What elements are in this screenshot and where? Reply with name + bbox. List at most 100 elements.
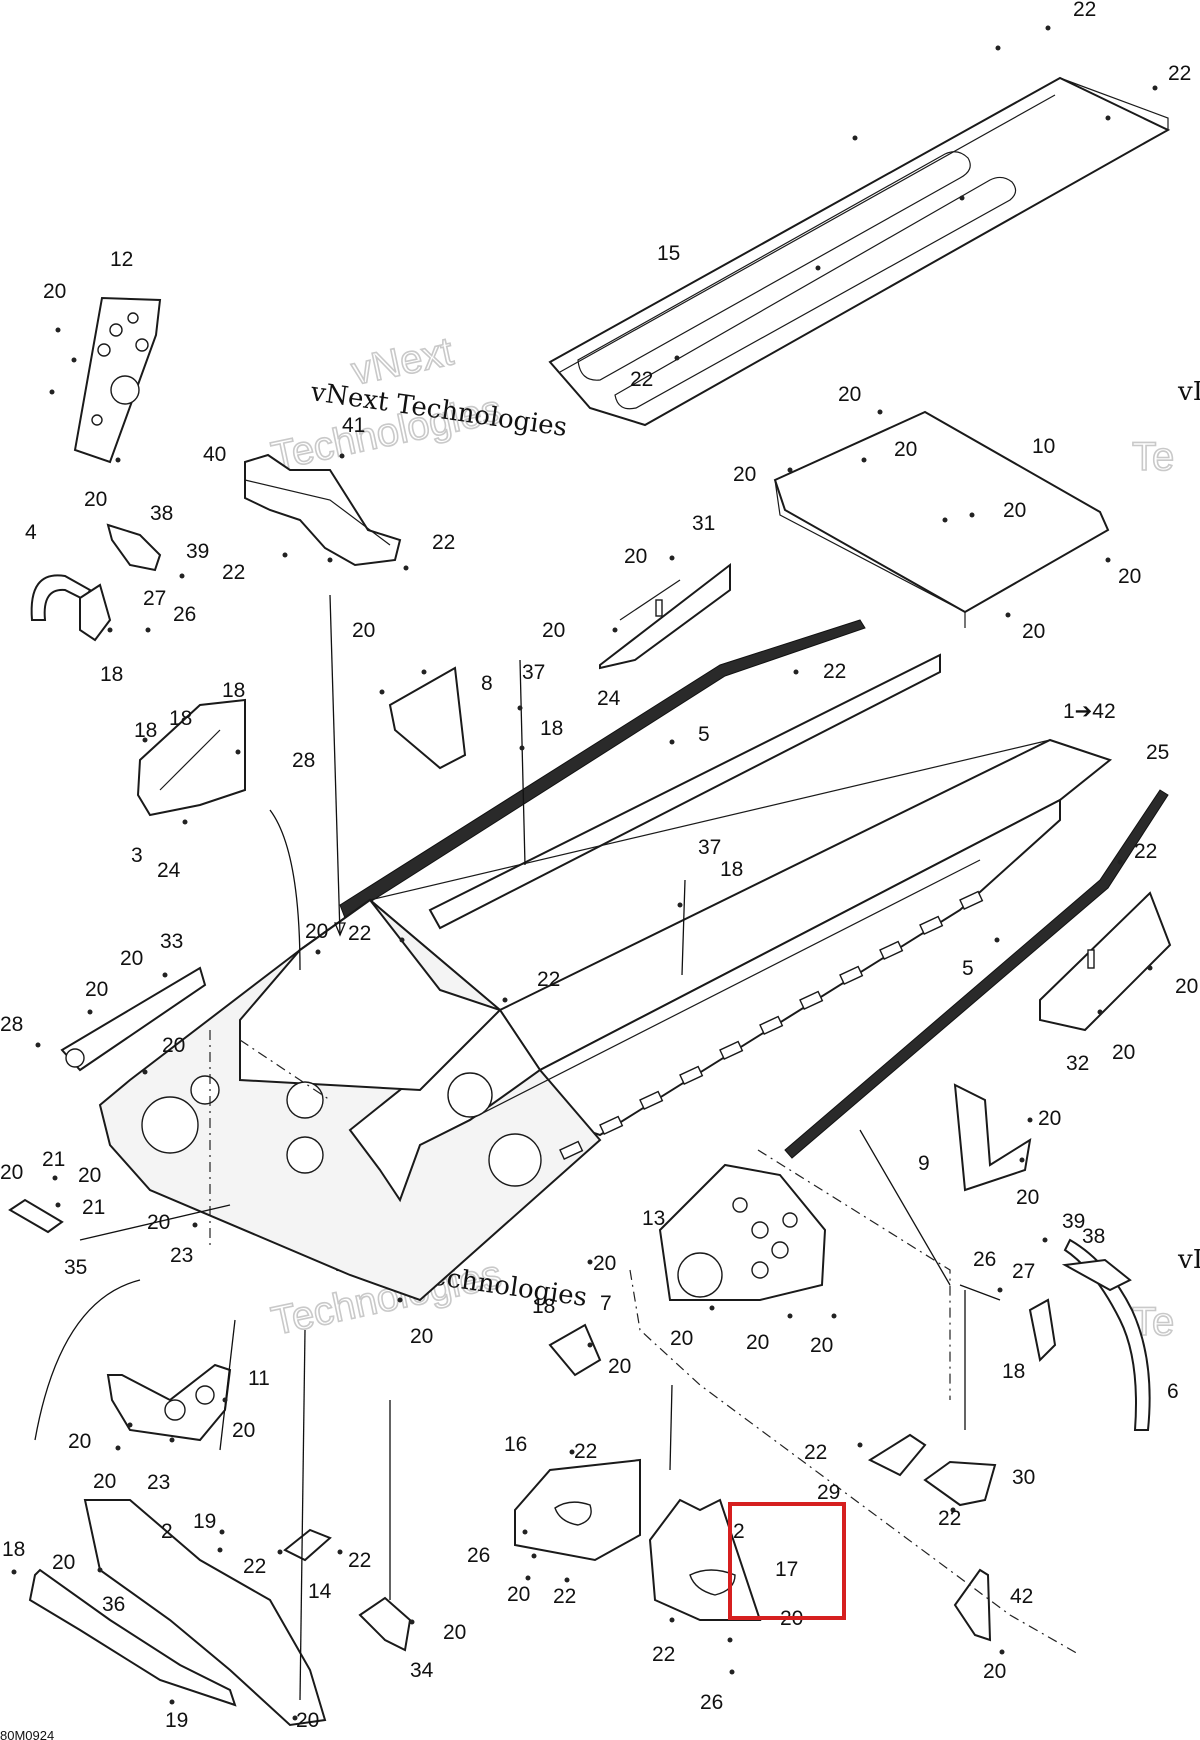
callout-39: 39: [1062, 1210, 1085, 1233]
callout-20: 20: [232, 1419, 255, 1442]
callout-35: 35: [64, 1256, 87, 1279]
callout-30: 30: [1012, 1466, 1035, 1489]
callout-20: 20: [162, 1034, 185, 1057]
callout-20: 20: [68, 1430, 91, 1453]
callout-18: 18: [532, 1295, 555, 1318]
callout-32: 32: [1066, 1052, 1089, 1075]
part-31-bracket: [599, 562, 731, 670]
callout-20: 20: [305, 920, 328, 943]
part-42-brace: [953, 1568, 992, 1642]
callout-19: 19: [165, 1709, 188, 1732]
callout-26: 26: [173, 603, 196, 626]
callout-22: 22: [432, 531, 455, 554]
centerlines: [209, 1030, 1081, 1656]
callout-20: 20: [746, 1331, 769, 1354]
callout-28: 28: [292, 749, 315, 772]
callout-37: 37: [698, 836, 721, 859]
callout-22: 22: [938, 1507, 961, 1530]
callout-25: 25: [1146, 741, 1169, 764]
callout-40: 40: [203, 443, 226, 466]
part-36-rail: [28, 1568, 237, 1707]
callout-20: 20: [838, 383, 861, 406]
callout-3: 3: [131, 844, 143, 867]
callout-22: 22: [537, 968, 560, 991]
callout-19: 19: [193, 1510, 216, 1533]
part-7-plate: [548, 1323, 602, 1377]
callout-33: 33: [160, 930, 183, 953]
arrow-lines: [34, 594, 1001, 1701]
part-6-handle: [1028, 1238, 1151, 1431]
callout-20: 20: [624, 545, 647, 568]
part-29-bracket: [867, 1433, 927, 1477]
callout-22: 22: [804, 1441, 827, 1464]
watermark-edge-v: vI: [1177, 377, 1200, 407]
callout-20: 20: [120, 947, 143, 970]
part-17-bracket: [648, 1498, 762, 1621]
callout-13: 13: [642, 1207, 665, 1230]
watermark-edge-v-lower: vI: [1177, 1245, 1200, 1275]
callout-20: 20: [43, 280, 66, 303]
callout-29: 29: [817, 1481, 840, 1504]
part-14-bracket: [283, 1528, 332, 1562]
fasteners: [11, 25, 1158, 1721]
callout-20: 20: [0, 1161, 23, 1184]
part-10-plate: [773, 410, 1110, 628]
callout-22: 22: [348, 922, 371, 945]
callout-6: 6: [1167, 1380, 1179, 1403]
callout-39: 39: [186, 540, 209, 563]
part-2-rail: [83, 1499, 327, 1727]
callout-20: 20: [78, 1164, 101, 1187]
figure-code: 80M0924: [0, 1728, 54, 1740]
callout-22: 22: [652, 1643, 675, 1666]
callout-22: 22: [574, 1440, 597, 1463]
callout-20: 20: [85, 978, 108, 1001]
callout-34: 34: [410, 1659, 434, 1682]
callout-20: 20: [1016, 1186, 1039, 1209]
callout-36: 36: [102, 1593, 125, 1616]
callout-22: 22: [222, 561, 245, 584]
callout-20: 20: [147, 1211, 170, 1234]
callout-10: 10: [1032, 435, 1055, 458]
callout-31: 31: [692, 512, 715, 535]
callout-20: 20: [593, 1252, 616, 1275]
callout-23: 23: [170, 1244, 193, 1267]
callout-20: 20: [352, 619, 375, 642]
callout-18: 18: [100, 663, 123, 686]
callout-20: 20: [894, 438, 917, 461]
callout-22: 22: [348, 1549, 371, 1572]
callout-20: 20: [1022, 620, 1045, 643]
callout-20: 20: [983, 1660, 1006, 1683]
callout-9: 9: [918, 1152, 930, 1175]
callout-37: 37: [522, 661, 545, 684]
part-30-bracket: [923, 1460, 997, 1507]
callout-21: 21: [42, 1148, 65, 1171]
part-4-handle: [30, 523, 162, 642]
callout-20: 20: [84, 488, 107, 511]
callout-5: 5: [698, 723, 710, 746]
callout-17: 17: [775, 1558, 798, 1581]
callout-26: 26: [467, 1544, 490, 1567]
callout-1-to-42: 1➔42: [1063, 700, 1116, 723]
part-35-bracket: [8, 1198, 64, 1234]
part-12-bracket: [73, 296, 162, 464]
callout-20: 20: [443, 1621, 466, 1644]
watermark-edge-te: Te: [1132, 435, 1174, 479]
callout-2: 2: [161, 1520, 173, 1543]
callout-16: 16: [504, 1433, 527, 1456]
part-13-gusset: [658, 1163, 827, 1301]
callout-24: 24: [597, 687, 621, 710]
callout-28: 28: [0, 1013, 23, 1036]
callout-18: 18: [222, 679, 245, 702]
callout-20: 20: [1112, 1041, 1135, 1064]
part-40-bracket: [244, 453, 402, 567]
callout-22: 22: [823, 660, 846, 683]
callout-22: 22: [1168, 62, 1191, 85]
callout-20: 20: [1003, 499, 1026, 522]
part-34-bracket: [358, 1596, 412, 1652]
callout-20: 20: [608, 1355, 631, 1378]
callout-20: 20: [1118, 565, 1141, 588]
part-15-top-plate: [548, 76, 1171, 427]
callout-20: 20: [52, 1551, 75, 1574]
